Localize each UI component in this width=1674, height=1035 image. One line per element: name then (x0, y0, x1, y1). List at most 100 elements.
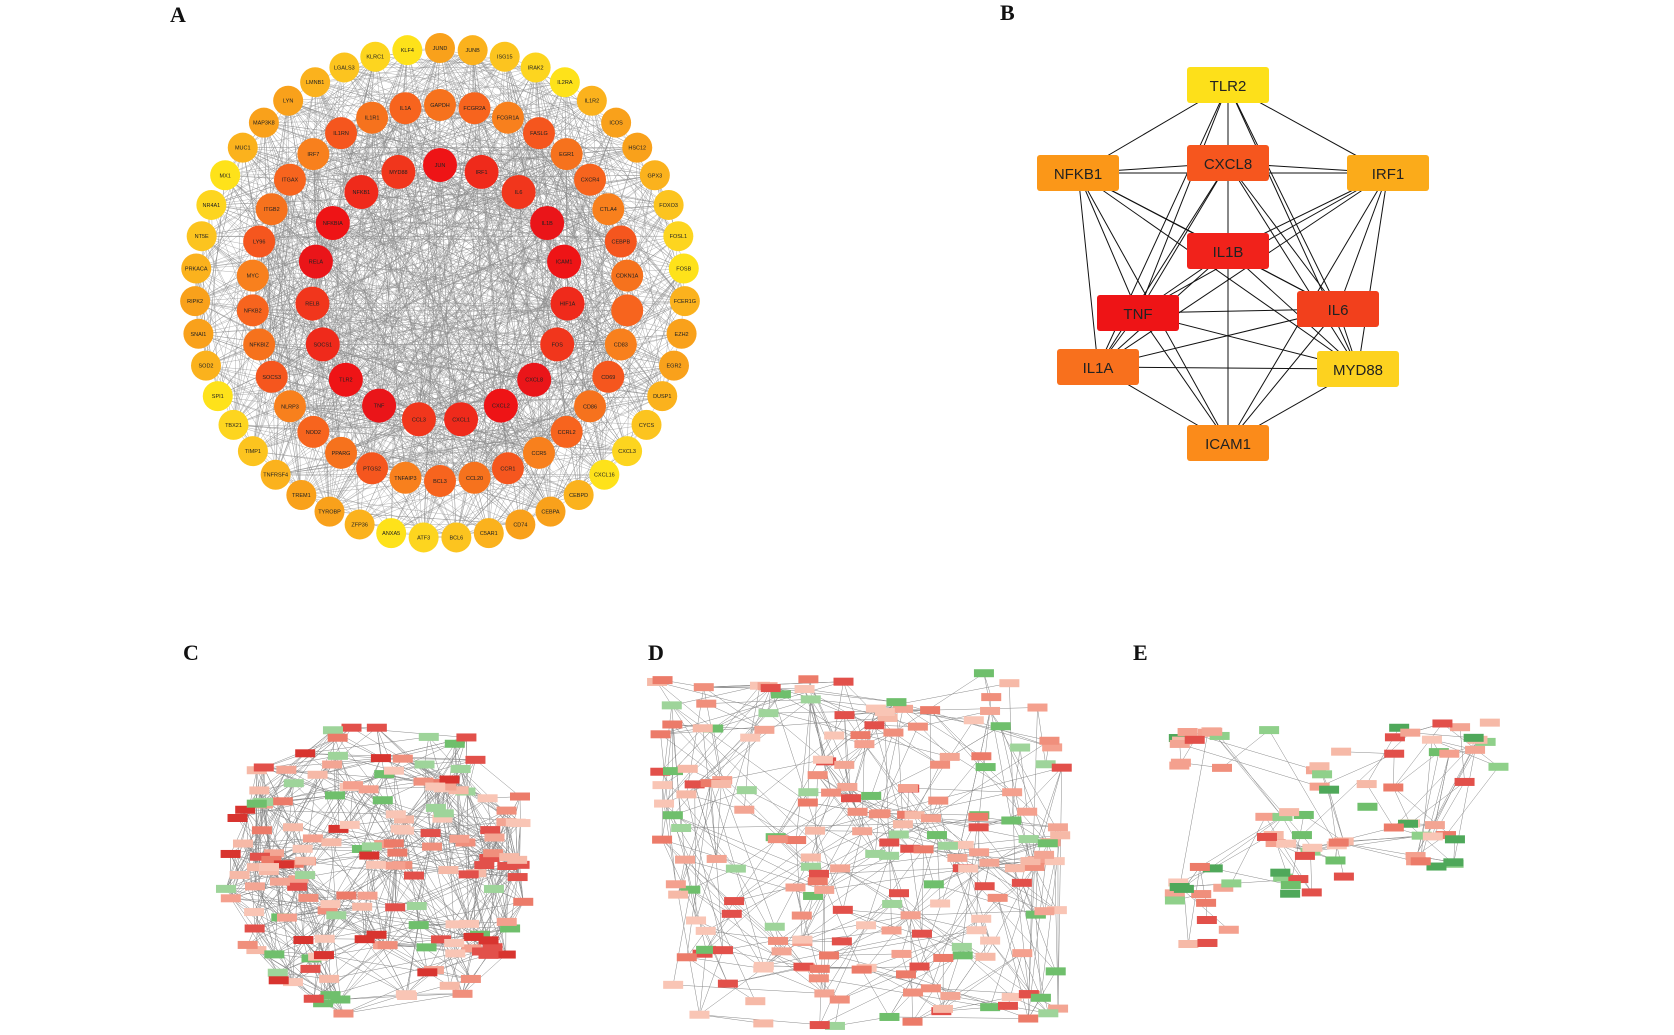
network-node: CCR1 (492, 452, 524, 484)
network-node: CCL3 (402, 402, 436, 436)
gene-node (438, 866, 458, 874)
gene-node (328, 752, 348, 760)
node-label: NFKB1 (353, 190, 371, 196)
gene-node (798, 788, 818, 796)
gene-node (1190, 863, 1210, 871)
gene-node (968, 813, 988, 821)
gene-node (1196, 899, 1216, 907)
gene-node (283, 823, 303, 831)
node-circle (611, 294, 643, 326)
gene-node (947, 854, 967, 862)
node-label: EGR2 (667, 364, 682, 370)
gene-node (367, 931, 387, 939)
gene-node (304, 995, 324, 1003)
gene-node (268, 969, 288, 977)
gene-node (675, 856, 695, 864)
network-node: IRF1 (465, 155, 499, 189)
gene-node (801, 695, 821, 703)
gene-node (1279, 808, 1299, 816)
network-node: FCGR1A (492, 102, 524, 134)
gene-node (814, 886, 834, 894)
gene-node (653, 676, 673, 684)
gene-node (975, 882, 995, 890)
network-node: IRAK2 (521, 52, 551, 82)
gene-node (795, 685, 815, 693)
gene-node (740, 734, 760, 742)
network-node: SOCS1 (306, 327, 340, 361)
gene-node (409, 921, 429, 929)
gene-node (1038, 1009, 1058, 1017)
gene-node (1219, 926, 1239, 934)
gene-node (510, 819, 530, 827)
network-node: EGR2 (659, 351, 689, 381)
gene-node (314, 951, 334, 959)
network-node: C5AR1 (474, 518, 504, 548)
network-node: IL1R1 (356, 102, 388, 134)
gene-node (856, 921, 876, 929)
gene-node (419, 733, 439, 741)
gene-node (718, 980, 738, 988)
gene-node (1012, 949, 1032, 957)
gene-node (273, 797, 293, 805)
gene-node (1480, 719, 1500, 727)
gene-node (798, 799, 818, 807)
gene-node (889, 889, 909, 897)
gene-node (1174, 885, 1194, 893)
gene-node (792, 936, 812, 944)
node-label: CXCL3 (618, 449, 636, 455)
node-label: NOD2 (306, 430, 321, 436)
node-label: LMNB1 (306, 80, 324, 86)
network-node: BCL3 (424, 465, 456, 497)
node-label: FASLG (530, 131, 548, 137)
node-label: PRKACA (185, 266, 208, 272)
gene-node (976, 763, 996, 771)
gene-node (459, 920, 479, 928)
gene-node (724, 897, 744, 905)
gene-node (651, 730, 671, 738)
node-label: IL1RN (333, 131, 349, 137)
gene-node (694, 683, 714, 691)
network-node: MYC (237, 260, 269, 292)
gene-node (652, 836, 672, 844)
node-label: NR4A1 (203, 203, 221, 209)
node-label: IL1A (400, 106, 412, 112)
gene-node (882, 900, 902, 908)
network-node: FOSB (669, 253, 699, 283)
gene-node (882, 926, 902, 934)
node-label: TYROBP (318, 510, 341, 516)
gene-node (1221, 879, 1241, 887)
gene-node (1197, 916, 1217, 924)
node-label: CD83 (614, 342, 628, 348)
node-label: TIMP1 (245, 449, 261, 455)
gene-node (422, 843, 442, 851)
gene-node (1432, 719, 1452, 727)
gene-node (1302, 888, 1322, 896)
node-label: C5AR1 (480, 531, 498, 537)
gene-node (908, 723, 928, 731)
node-label: TNFRSF4 (263, 473, 288, 479)
hub-node-label: IL1B (1213, 244, 1244, 261)
gene-node (722, 910, 742, 918)
gene-node (1309, 762, 1329, 770)
gene-node (914, 845, 934, 853)
gene-node (854, 740, 874, 748)
network-node: TBX21 (218, 410, 248, 440)
gene-node (1191, 890, 1211, 898)
gene-node (228, 814, 248, 822)
gene-node (249, 786, 269, 794)
network-node: FOSL1 (663, 221, 693, 251)
node-label: SOCS3 (262, 375, 281, 381)
gene-node (1383, 783, 1403, 791)
gene-node (444, 939, 464, 947)
gene-node (971, 752, 991, 760)
network-node: MYD88 (381, 155, 415, 189)
gene-node (357, 892, 377, 900)
gene-node (1423, 832, 1443, 840)
gene-node (668, 891, 688, 899)
gene-node (238, 941, 258, 949)
gene-node (940, 753, 960, 761)
gene-node (871, 809, 891, 817)
network-node: LMNB1 (300, 67, 330, 97)
gene-node (478, 794, 498, 802)
gene-node (407, 902, 427, 910)
